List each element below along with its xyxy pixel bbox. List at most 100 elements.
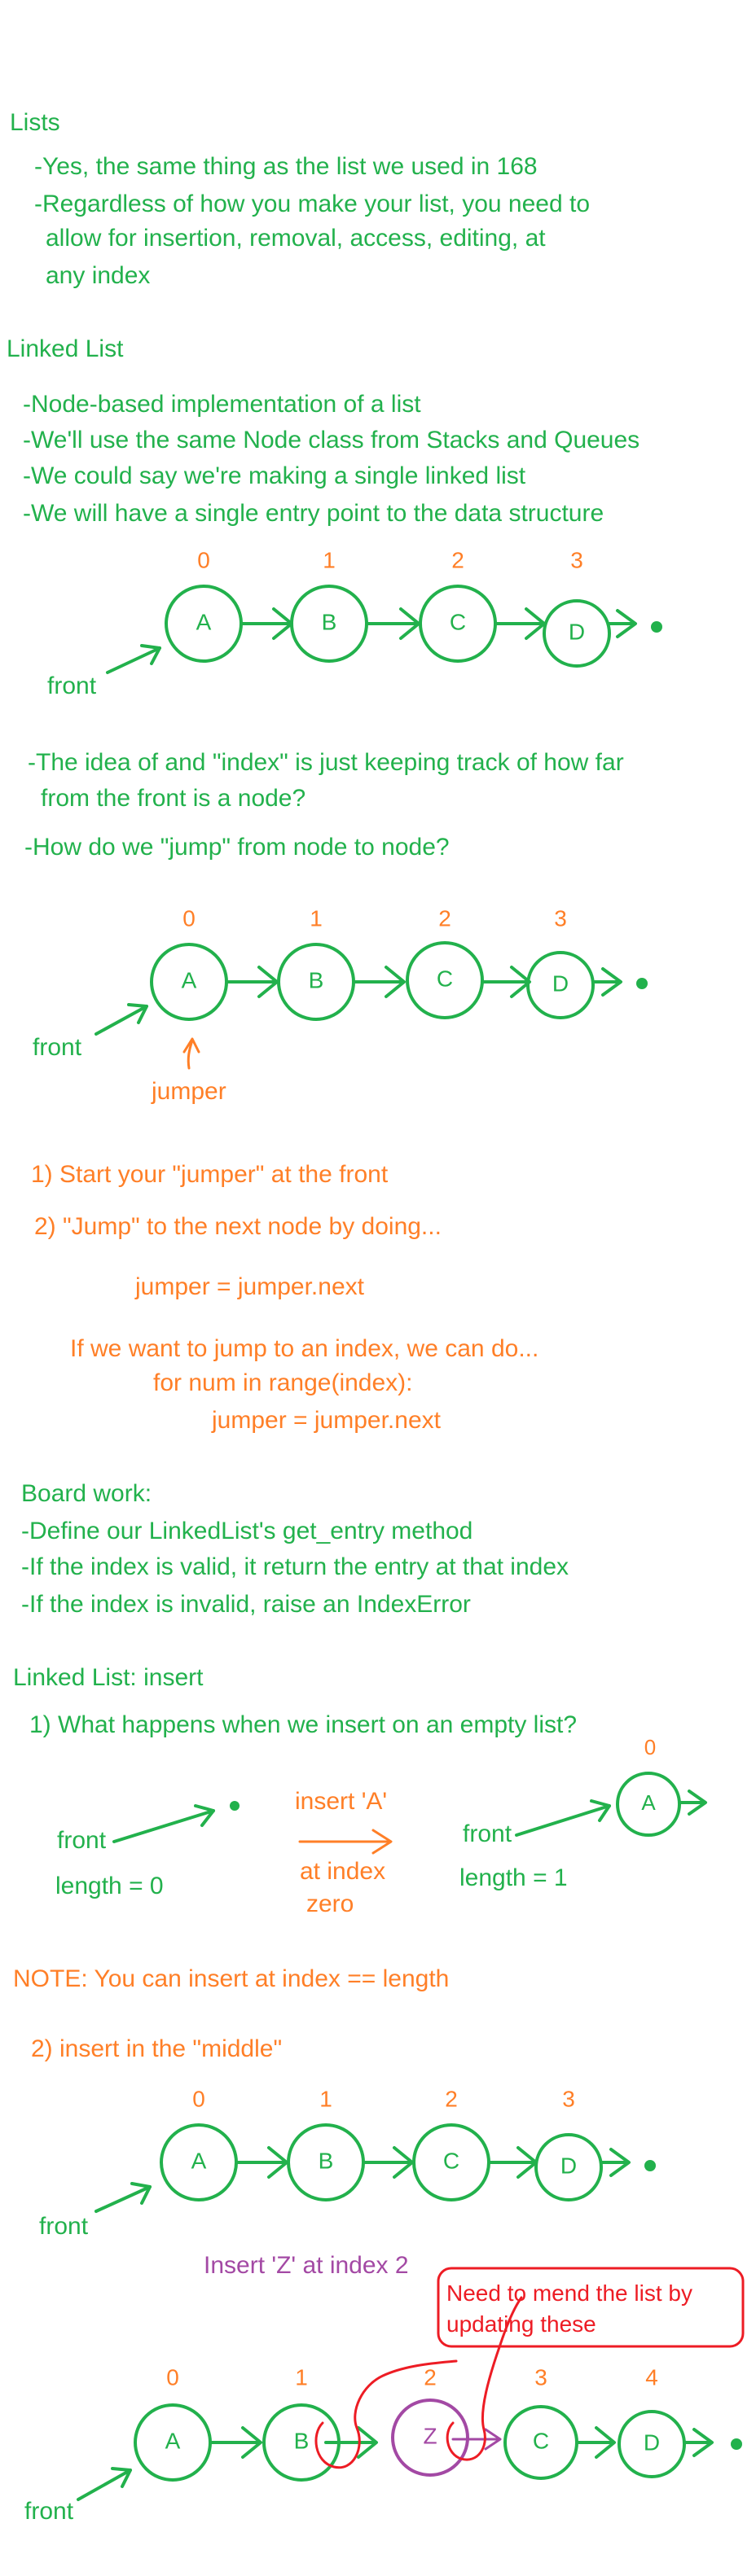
node-link-arrow	[600, 2148, 631, 2177]
node-label: C	[443, 2148, 459, 2173]
lists-line-2: -Regardless of how you make your list, y…	[34, 191, 591, 217]
linked-list-bullet-1: -Node-based implementation of a list	[23, 391, 421, 418]
index-note-line-3: -How do we "jump" from node to node?	[24, 834, 450, 861]
list-1-labels: 0 1 2 3A B C D	[196, 547, 585, 644]
front-arrow	[112, 1804, 215, 1843]
index-label: 3	[554, 905, 567, 931]
list-diagram-2	[94, 941, 648, 1036]
node-link-arrow	[235, 2146, 288, 2179]
callout-box	[437, 2267, 745, 2348]
front-label: front	[463, 1820, 512, 1847]
node-label: D	[552, 970, 569, 996]
null-dot	[636, 978, 648, 989]
front-label: front	[57, 1827, 107, 1854]
null-dot	[644, 2160, 656, 2171]
highlight-loop-z	[446, 2296, 523, 2461]
node-link-arrow	[209, 2426, 262, 2459]
node-label: A	[191, 2148, 207, 2173]
list-2-labels: 0 1 2 3A B C D	[182, 905, 569, 996]
null-dot	[230, 1801, 240, 1811]
node-label: B	[319, 2148, 334, 2173]
linked-list-heading: Linked List	[7, 335, 124, 362]
lists-line-3: allow for insertion, removal, access, ed…	[46, 225, 546, 252]
node-label: B	[294, 2428, 310, 2453]
highlight-loop-b	[314, 2359, 458, 2469]
node-link-arrow	[678, 1790, 707, 1816]
front-arrow	[77, 2467, 132, 2501]
empty-insert-diagram	[112, 1772, 707, 1855]
node-label: B	[322, 609, 337, 634]
node-label: A	[165, 2428, 181, 2453]
node-link-arrow	[575, 2426, 616, 2459]
node-label: D	[569, 619, 585, 644]
code-line-3: jumper = jumper.next	[212, 1407, 441, 1434]
node-link-arrow	[683, 2428, 714, 2457]
code-line-2: for num in range(index):	[153, 1369, 413, 1396]
node-link-arrow-inserted	[451, 2428, 502, 2451]
node-label: D	[560, 2153, 577, 2178]
index-label: 3	[562, 2086, 575, 2111]
index-label: 3	[570, 547, 583, 572]
node-label: A	[182, 967, 197, 992]
list-diagram-3	[94, 2123, 656, 2213]
board-work-heading: Board work:	[21, 1480, 152, 1507]
board-work-line-3: -If the index is invalid, raise an Index…	[21, 1591, 471, 1618]
front-arrow	[106, 644, 161, 674]
null-dot	[651, 621, 662, 633]
at-index-label: at index	[300, 1858, 386, 1885]
index-label: 0	[197, 547, 210, 572]
node-link-arrow	[225, 966, 279, 998]
insert-a-label: insert 'A'	[295, 1788, 388, 1815]
null-dot	[731, 2438, 742, 2450]
index-label: 1	[310, 905, 323, 931]
index-label: 1	[295, 2364, 308, 2390]
insert-note: NOTE: You can insert at index == length	[13, 1965, 450, 1992]
node-link-arrow	[591, 967, 622, 997]
index-label: 2	[451, 547, 464, 572]
index-label: 0	[182, 905, 196, 931]
node-link-arrow	[481, 966, 531, 998]
empty-insert-labels: 0A	[641, 1735, 656, 1815]
node-label: A	[196, 609, 212, 634]
index-label: 3	[534, 2364, 547, 2390]
front-label: front	[39, 2213, 89, 2240]
node-circle-inserted	[391, 2399, 469, 2477]
list-diagram-1	[106, 585, 662, 674]
index-label: 1	[323, 547, 336, 572]
node-circle	[534, 2133, 603, 2201]
length-1-label: length = 1	[459, 1864, 568, 1891]
front-arrow	[94, 1003, 148, 1036]
index-label: 2	[424, 2364, 437, 2390]
node-link-arrow	[362, 2146, 414, 2179]
index-label: 4	[645, 2364, 658, 2390]
code-line-1: jumper = jumper.next	[135, 1273, 364, 1300]
insert-question: 1) What happens when we insert on an emp…	[29, 1711, 578, 1738]
insert-middle-heading: 2) insert in the "middle"	[31, 2035, 283, 2062]
node-label: C	[450, 609, 466, 634]
index-label: 0	[166, 2364, 179, 2390]
node-link-arrow	[365, 607, 420, 640]
front-label: front	[47, 672, 97, 699]
front-arrow	[94, 2182, 152, 2213]
lists-line-4: any index	[46, 262, 151, 289]
node-label: C	[437, 966, 453, 991]
length-0-label: length = 0	[55, 1873, 164, 1899]
node-link-arrow	[240, 607, 293, 640]
node-label: C	[533, 2428, 549, 2453]
callout-line-1: Need to mend the list by	[446, 2280, 692, 2306]
node-circle	[543, 599, 611, 668]
node-link-arrow	[352, 966, 406, 998]
list-diagram-4	[77, 2267, 745, 2501]
zero-label: zero	[306, 1890, 354, 1917]
index-label: 2	[438, 905, 451, 931]
linked-list-bullet-4: -We will have a single entry point to th…	[23, 500, 604, 527]
index-label: 1	[319, 2086, 332, 2111]
node-label: B	[309, 967, 324, 992]
step-1: 1) Start your "jumper" at the front	[31, 1161, 389, 1188]
front-label: front	[33, 1034, 82, 1061]
node-link-arrow	[494, 607, 546, 640]
board-work-line-1: -Define our LinkedList's get_entry metho…	[21, 1518, 473, 1544]
